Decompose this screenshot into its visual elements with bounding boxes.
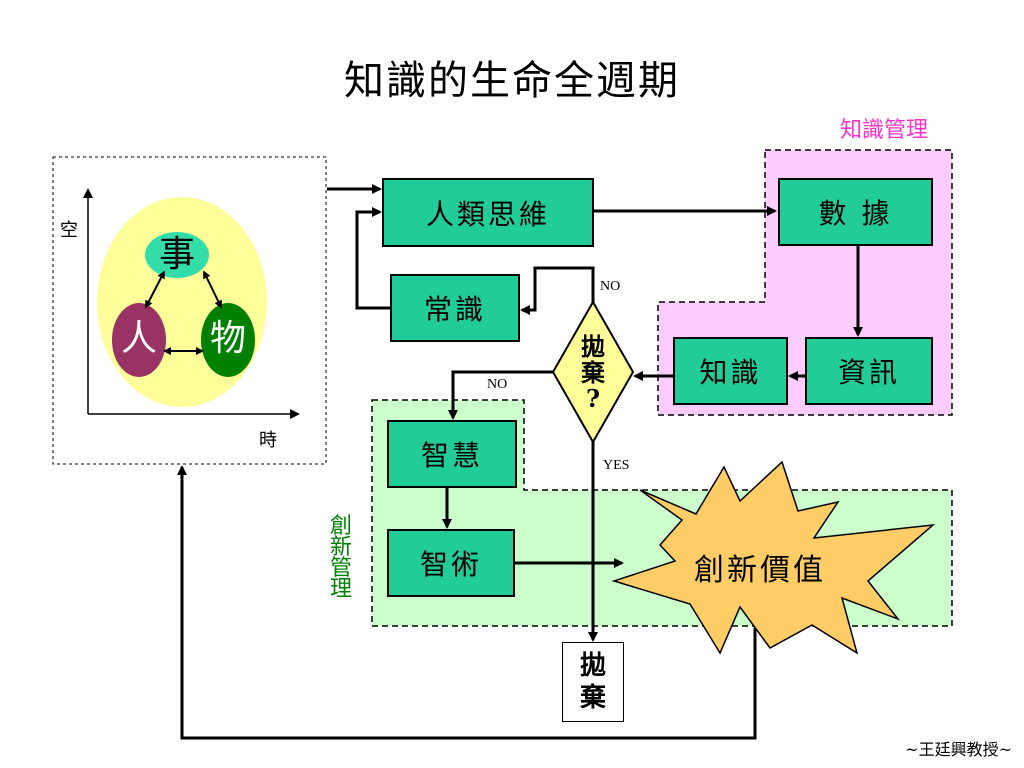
discard-box: 拋 棄 xyxy=(562,642,624,722)
person-ellipse xyxy=(112,303,166,377)
x-axis-label: 時 xyxy=(259,430,277,451)
decision-to-commonsense-arrow xyxy=(520,266,595,315)
commonsense-to-thinking-arrow xyxy=(355,207,390,310)
y-axis-label: 空 xyxy=(60,220,78,241)
no-lower-label: NO xyxy=(487,377,508,392)
event-person-link xyxy=(145,270,165,309)
human-thinking-box: 人類思維 xyxy=(382,178,594,247)
event-ellipse xyxy=(145,232,209,278)
innovation-feedback-arrow xyxy=(177,465,757,740)
discard-decision-diamond xyxy=(551,299,635,445)
skill-box: 智術 xyxy=(387,529,515,597)
innovation-value-label: 創新價值 xyxy=(694,553,826,588)
thing-ellipse xyxy=(201,303,255,377)
decision-to-wisdom-arrow xyxy=(448,370,553,420)
common-sense-box: 常識 xyxy=(390,274,520,342)
yes-label: YES xyxy=(603,458,630,473)
person-label: 人 xyxy=(120,318,157,359)
wisdom-box: 智慧 xyxy=(387,420,517,488)
innovation-management-label: 創新管理 xyxy=(330,514,353,602)
author-footer: ~王廷興教授~ xyxy=(905,740,1012,759)
innovation-value-star xyxy=(611,460,936,655)
no-upper-label: NO xyxy=(600,279,621,294)
data-box: 數 據 xyxy=(778,178,933,246)
knowledge-management-label: 知識管理 xyxy=(840,118,929,143)
event-label: 事 xyxy=(158,234,195,275)
page-title: 知識的生命全週期 xyxy=(344,58,680,104)
thing-label: 物 xyxy=(209,318,246,359)
context-oval xyxy=(97,197,267,407)
event-thing-link xyxy=(203,270,222,309)
discard-decision-label: 拋 棄 ? xyxy=(581,332,605,413)
information-box: 資訊 xyxy=(805,337,933,405)
knowledge-box: 知識 xyxy=(673,337,788,405)
